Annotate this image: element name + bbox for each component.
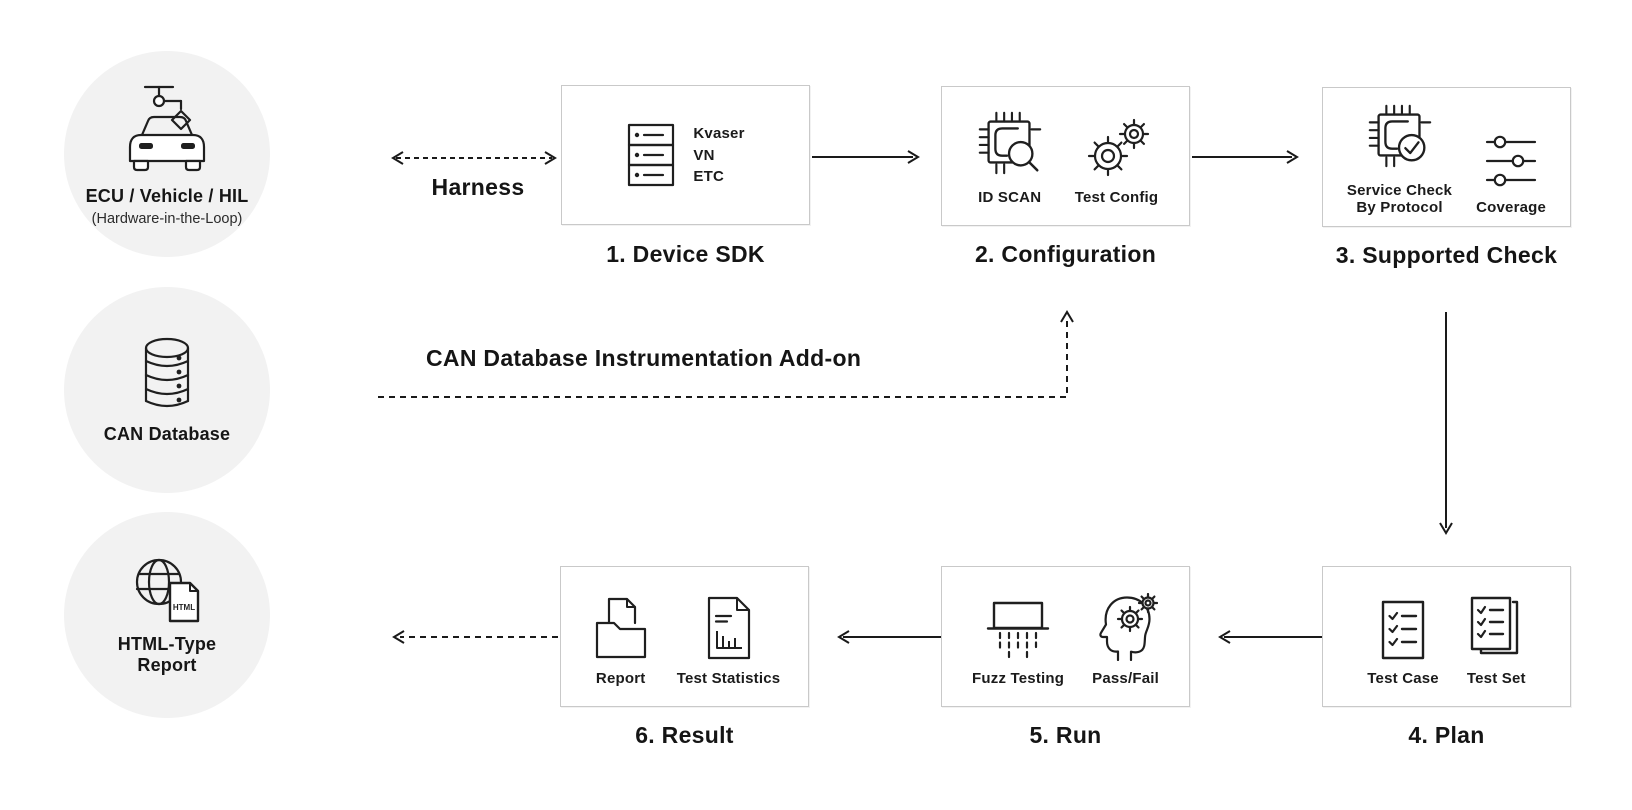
source-html-report: HTML HTML-Type Report xyxy=(64,512,270,718)
arrow-result-to-report xyxy=(392,630,558,644)
step-title-device-sdk: 1. Device SDK xyxy=(606,241,765,267)
item-label: Fuzz Testing xyxy=(972,669,1065,687)
arrow-config-to-check xyxy=(1192,150,1299,164)
source-label-line2: Report xyxy=(137,654,197,675)
arrow-run-to-result xyxy=(837,630,941,644)
gears-icon xyxy=(1082,106,1152,180)
fuzz-rain-icon xyxy=(984,587,1052,661)
step-box-run: Fuzz Testing xyxy=(941,566,1190,707)
step-box-result: Report xyxy=(560,566,809,707)
checklist-stack-icon xyxy=(1468,587,1524,661)
item-label: Report xyxy=(595,669,646,687)
step-title-supported-check: 3. Supported Check xyxy=(1335,242,1558,268)
can-db-addon-label: CAN Database Instrumentation Add-on xyxy=(426,345,862,371)
item-label: ID SCAN xyxy=(978,189,1042,206)
arrow-plan-to-run xyxy=(1218,630,1322,644)
arrow-check-to-plan xyxy=(1439,312,1453,535)
step-title-configuration: 2. Configuration xyxy=(974,241,1157,267)
server-rack-icon xyxy=(626,122,676,188)
chip-check-icon xyxy=(1363,99,1437,173)
step-title-run: 5. Run xyxy=(1029,722,1102,748)
step-title-result: 6. Result xyxy=(635,722,734,748)
folder-doc-icon xyxy=(589,587,653,661)
device-name: ETC xyxy=(693,168,724,185)
item-label: Test Config xyxy=(1074,189,1159,206)
item-label: Pass/Fail xyxy=(1092,669,1159,687)
arrow-sdk-to-config xyxy=(812,150,920,164)
sliders-icon xyxy=(1484,116,1538,190)
item-label: Test Case xyxy=(1367,669,1439,687)
device-name: Kvaser xyxy=(693,125,745,142)
chip-scan-icon xyxy=(973,106,1047,180)
item-label: Test Statistics xyxy=(676,669,781,687)
source-label: CAN Database xyxy=(103,424,231,444)
step-box-plan: Test Case Test Set xyxy=(1322,566,1571,707)
globe-html-icon: HTML xyxy=(132,555,202,625)
database-icon xyxy=(139,335,195,415)
source-ecu-vehicle-hil: ECU / Vehicle / HIL (Hardware-in-the-Loo… xyxy=(64,51,270,257)
checklist-icon xyxy=(1380,587,1426,661)
can-db-addon-arrow xyxy=(378,310,1074,398)
source-label: ECU / Vehicle / HIL xyxy=(85,185,249,206)
source-label: HTML-Type xyxy=(117,633,217,654)
html-doc-text: HTML xyxy=(173,603,195,612)
item-label: Coverage xyxy=(1476,198,1547,216)
step-box-configuration: ID SCAN xyxy=(941,86,1190,226)
step-title-plan: 4. Plan xyxy=(1408,722,1485,748)
doc-chart-icon xyxy=(704,587,754,661)
harness-arrow xyxy=(391,151,557,165)
device-name: VN xyxy=(693,146,715,164)
step-box-device-sdk: Kvaser VN ETC xyxy=(561,85,810,225)
car-hil-icon xyxy=(117,81,217,177)
source-sublabel: (Hardware-in-the-Loop) xyxy=(91,210,243,227)
item-label: Test Set xyxy=(1466,669,1526,687)
harness-label: Harness xyxy=(431,174,525,200)
head-gears-icon xyxy=(1094,587,1158,661)
source-can-database: CAN Database xyxy=(64,287,270,493)
